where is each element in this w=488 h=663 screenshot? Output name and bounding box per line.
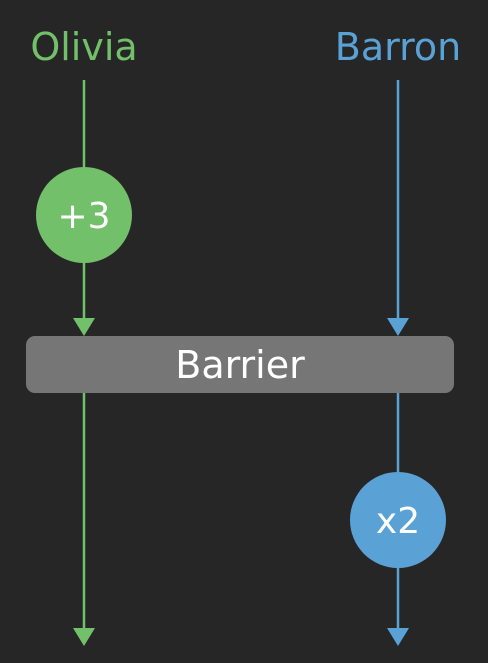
barrier-box: Barrier bbox=[26, 336, 454, 393]
olivia-operation-node: +3 bbox=[36, 167, 132, 263]
barrier-label: Barrier bbox=[175, 343, 305, 387]
olivia-operation-label: +3 bbox=[57, 196, 110, 237]
barron-arrow-bottom-icon bbox=[387, 628, 409, 646]
lane-label-olivia: Olivia bbox=[30, 25, 137, 69]
lane-label-barron: Barron bbox=[335, 25, 461, 69]
olivia-arrow-bottom-icon bbox=[73, 628, 95, 646]
olivia-arrow-top-icon bbox=[73, 318, 95, 336]
barron-operation-label: x2 bbox=[376, 501, 420, 542]
barron-operation-node: x2 bbox=[350, 472, 446, 568]
barron-arrow-top-icon bbox=[387, 318, 409, 336]
